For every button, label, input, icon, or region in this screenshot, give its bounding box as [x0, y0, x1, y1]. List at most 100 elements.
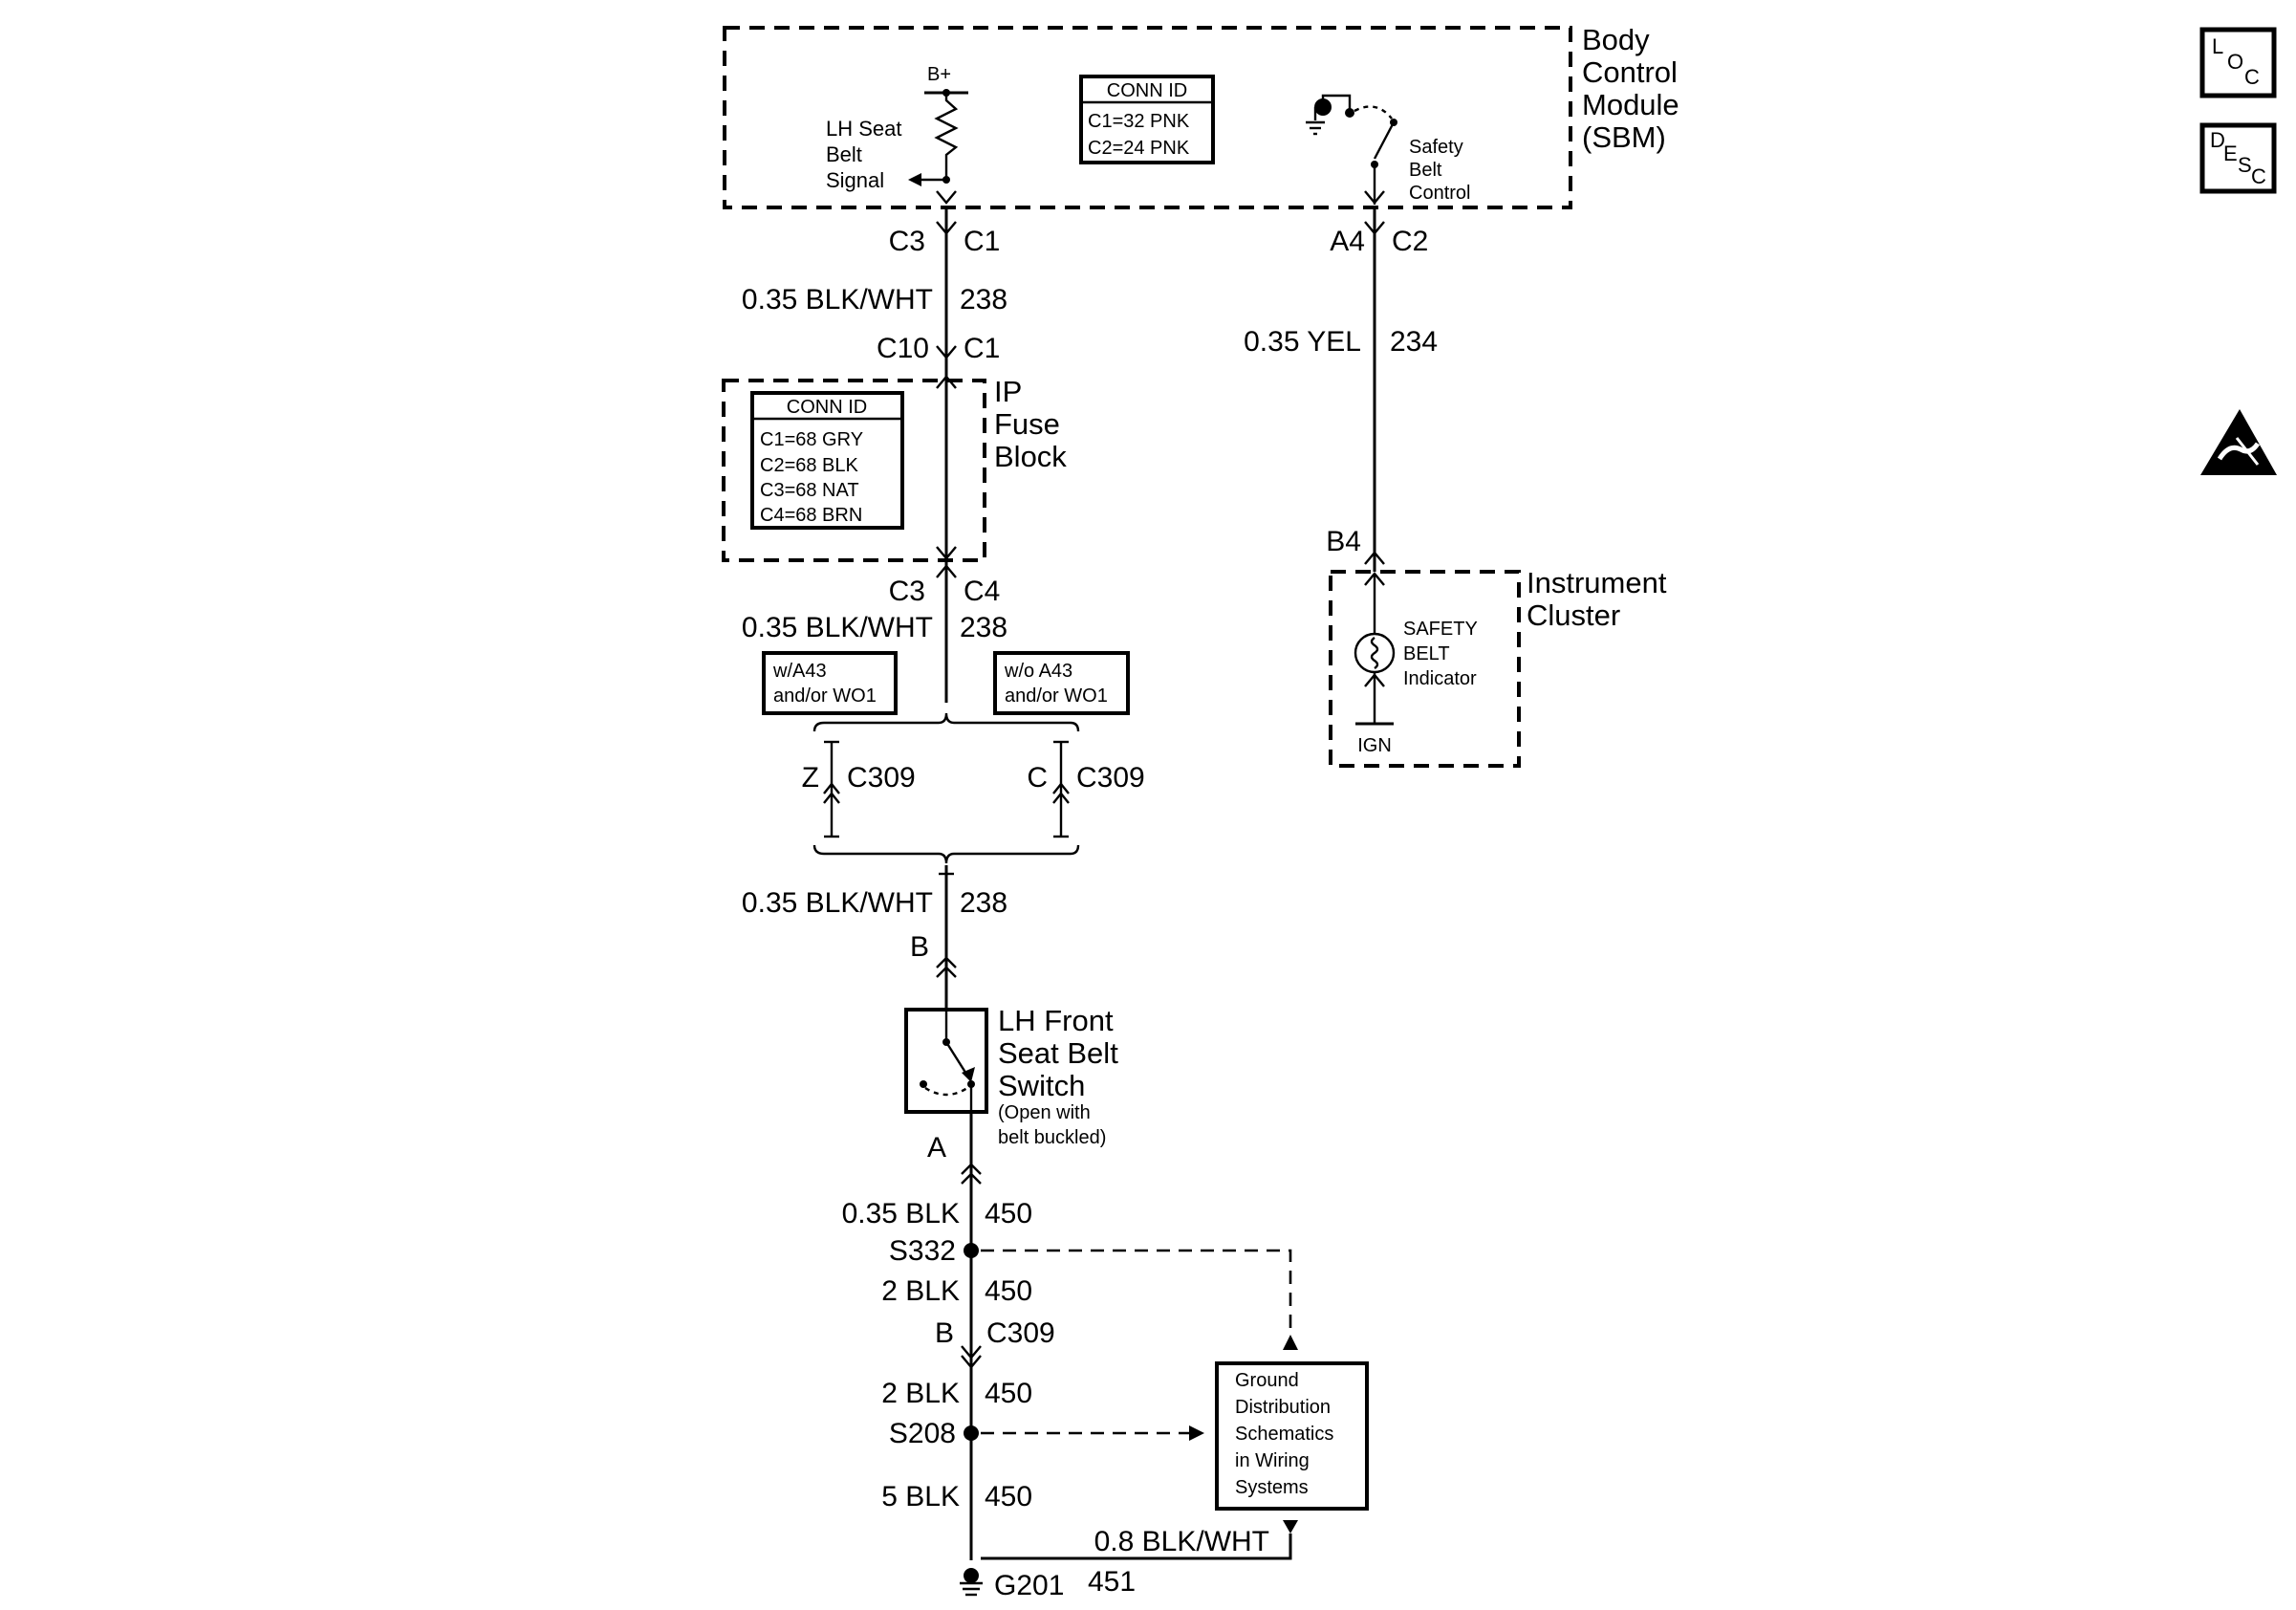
circuit-238-options: C3 C4 0.35 BLK/WHT 238 w/A43 and/or WO1 … — [742, 564, 1145, 864]
wire-234-gauge: 0.35 YEL — [1244, 326, 1361, 358]
control-label-line-2: Belt — [1409, 160, 1442, 181]
indicator-line-1: SAFETY — [1403, 619, 1478, 640]
wire-238-circuit-low: 238 — [960, 887, 1007, 919]
wire-450-gauge-3: 2 BLK — [881, 1378, 960, 1409]
option-right-conn: C309 — [1076, 762, 1145, 794]
indicator-line-3: Indicator — [1403, 668, 1477, 689]
ground-ref-line-4: in Wiring — [1235, 1450, 1310, 1471]
option-left-pin-icon-1 — [823, 782, 840, 794]
control-label-line-3: Control — [1409, 183, 1470, 204]
wire-451-gauge: 0.8 BLK/WHT — [1094, 1526, 1269, 1557]
s332-ref-arrow-icon — [1283, 1335, 1298, 1350]
option-right-pin-icon-2 — [1052, 792, 1070, 804]
loc-icon-frame — [2199, 27, 2277, 98]
wire-238-circuit-top: 238 — [960, 284, 1007, 315]
fuse-block-outline — [722, 379, 986, 562]
conn-c309-icon-2 — [961, 1355, 982, 1369]
option-left-pin-icon-2 — [823, 792, 840, 804]
option-left-box — [762, 651, 898, 715]
switch-pin-b-icon-1 — [936, 956, 957, 968]
control-switch-contact — [1345, 108, 1354, 118]
conn-c2-label: C2 — [1392, 226, 1428, 257]
control-switch-blade — [1373, 121, 1396, 160]
s208-ref-arrow-icon — [1189, 1425, 1204, 1441]
signal-label-line-1: LH Seat — [826, 117, 902, 141]
cluster-entry-icon — [1364, 572, 1385, 586]
option-left-conn: C309 — [847, 762, 916, 794]
switch-arrow-icon — [962, 1067, 975, 1082]
fuse-pin-out-icon — [936, 546, 957, 560]
splice-s332 — [964, 1243, 979, 1258]
signal-arrow-icon — [908, 173, 921, 186]
ground-g201-label: G201 — [994, 1570, 1064, 1601]
bcm-title-line-1: Body — [1582, 23, 1650, 56]
option-split-upper — [812, 712, 1080, 732]
switch-actuator — [924, 1086, 968, 1097]
esd-hand — [2217, 442, 2261, 461]
switch-note-line-2: belt buckled) — [998, 1127, 1106, 1148]
wire-238-gauge-top: 0.35 BLK/WHT — [742, 284, 933, 315]
pullup-resistor — [934, 93, 959, 182]
switch-title-line-2: Seat Belt — [998, 1036, 1118, 1070]
esd-warning-icon[interactable] — [2200, 409, 2277, 475]
conn-c3-out-label: C3 — [889, 576, 925, 607]
fuse-block-title-line-2: Fuse — [994, 407, 1060, 441]
splice-s208-label: S208 — [889, 1418, 956, 1449]
wire-238-gauge-low: 0.35 BLK/WHT — [742, 887, 933, 919]
switch-left-contact — [920, 1080, 927, 1088]
option-left-line-1: w/A43 — [772, 661, 827, 682]
instrument-cluster: Instrument Cluster IGN SAFETY BELT Indic… — [1329, 566, 1667, 768]
fuse-conn-id-box — [750, 391, 904, 530]
cluster-title-line-1: Instrument — [1527, 566, 1667, 599]
esd-slash — [2235, 437, 2260, 466]
desc-letter-3: S — [2238, 153, 2252, 177]
conn-c4-label: C4 — [964, 576, 1000, 607]
desc-icon[interactable]: D E S C — [2199, 122, 2277, 194]
ign-label: IGN — [1357, 735, 1392, 756]
desc-letter-1: D — [2210, 128, 2225, 152]
conn-c3-label: C3 — [889, 226, 925, 257]
bcm-conn-id-box — [1079, 75, 1215, 164]
conn-c309-name: C309 — [986, 1317, 1055, 1349]
fuse-conn-id-row-3: C3=68 NAT — [760, 480, 859, 501]
desc-letter-4: C — [2251, 164, 2266, 188]
conn-c1-label: C1 — [964, 226, 1000, 257]
fuse-conn-id-row-1: C1=68 GRY — [760, 429, 863, 450]
ground-ref-line-5: Systems — [1235, 1477, 1309, 1498]
bcm-ground-link — [1321, 94, 1352, 113]
splice-s208 — [964, 1425, 979, 1441]
conn-c309-pin: B — [935, 1317, 954, 1349]
wire-450-circuit-1: 450 — [985, 1198, 1032, 1229]
desc-icon-frame — [2199, 122, 2277, 194]
bcm-outline — [723, 26, 1572, 209]
loc-icon[interactable]: L O C — [2199, 27, 2277, 98]
cluster-pin-icon — [1364, 551, 1385, 565]
cluster-title-line-2: Cluster — [1527, 598, 1620, 632]
loc-letter-1: L — [2212, 34, 2223, 58]
option-right-pin-icon-1 — [1052, 782, 1070, 794]
conn-a4-label: A4 — [1330, 226, 1365, 257]
bcm-conn-id-title: CONN ID — [1107, 80, 1187, 101]
fuse-conn-id-row-4: C4=68 BRN — [760, 505, 862, 526]
wire-450-gauge-4: 5 BLK — [881, 1481, 960, 1512]
bcm-title-line-2: Control — [1582, 55, 1678, 89]
option-join-lower — [812, 844, 1080, 864]
circuit-234: A4 C2 0.35 YEL 234 B4 — [1244, 207, 1438, 572]
wire-234-circuit: 234 — [1390, 326, 1438, 358]
indicator-line-2: BELT — [1403, 643, 1450, 664]
wire-451-circuit: 451 — [1088, 1566, 1136, 1598]
lamp-arrow-icon — [1364, 673, 1385, 687]
wire-238-gauge-mid: 0.35 BLK/WHT — [742, 612, 933, 643]
cluster-pin-b4: B4 — [1326, 526, 1361, 557]
loc-letter-3: C — [2244, 65, 2260, 89]
option-right-line-1: w/o A43 — [1004, 661, 1072, 682]
switch-pin-a-icon-1 — [961, 1163, 982, 1175]
wire-450-gauge-2: 2 BLK — [881, 1275, 960, 1307]
conn-c10-c1-icon — [936, 345, 957, 359]
w5-ref-arrow-icon — [1283, 1520, 1298, 1534]
control-label-line-1: Safety — [1409, 137, 1463, 158]
loc-letter-2: O — [2227, 50, 2243, 74]
bplus-label: B+ — [927, 64, 951, 85]
ground-circuit: 0.35 BLK 450 S332 2 BLK 450 B C309 2 BLK… — [842, 1112, 1369, 1601]
circuit-238-lower: 0.35 BLK/WHT 238 B — [742, 865, 1007, 1010]
